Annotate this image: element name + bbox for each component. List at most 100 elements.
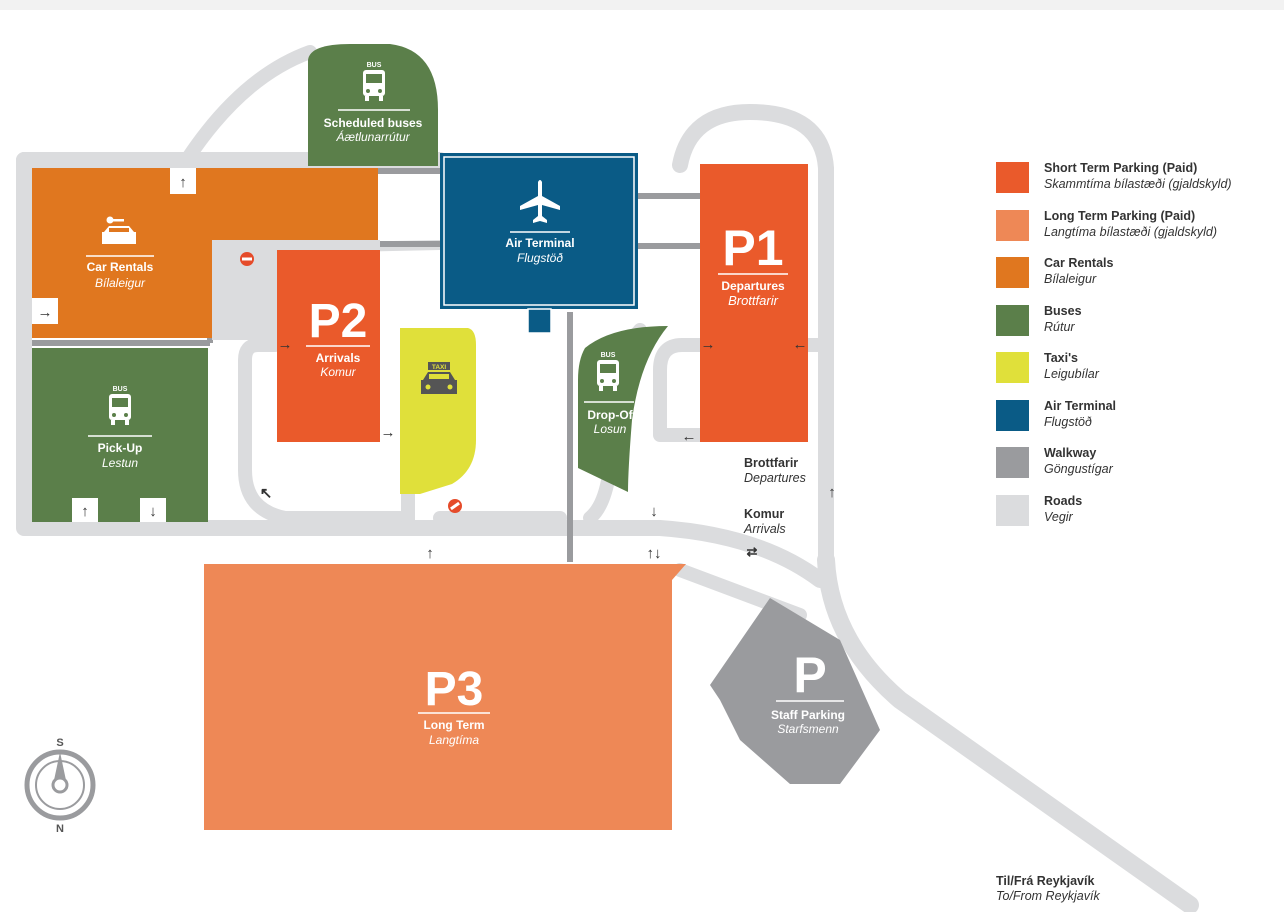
label-staff-code: P bbox=[793, 647, 826, 703]
legend-sublabel: Vegir bbox=[1044, 509, 1073, 524]
road-reykjavik-diagonal bbox=[817, 551, 1199, 912]
zone-terminal-inner bbox=[443, 156, 635, 306]
legend-item-short-term: Short Term Parking (Paid) Skammtíma bílas… bbox=[996, 160, 1281, 208]
arrow-left-icon: ← bbox=[793, 336, 808, 353]
legend-sublabel: Rútur bbox=[1044, 319, 1075, 334]
legend-sublabel: Flugstöð bbox=[1044, 414, 1092, 429]
legend-sublabel: Langtíma bílastæði (gjaldskyld) bbox=[1044, 224, 1217, 239]
legend-label: Roads bbox=[1044, 493, 1083, 508]
label-terminal-is: Flugstöð bbox=[517, 251, 563, 265]
legend-swatch bbox=[996, 494, 1029, 526]
legend-sublabel: Leigubílar bbox=[1044, 367, 1099, 381]
zone-p1 bbox=[700, 164, 808, 442]
label-car-rentals-en: Car Rentals bbox=[87, 260, 154, 274]
label-car-rentals-is: Bílaleigur bbox=[95, 276, 146, 290]
airplane-icon bbox=[520, 180, 560, 223]
arrow-left-icon: ← bbox=[682, 428, 697, 445]
label-p3-is: Langtíma bbox=[429, 733, 479, 747]
road-label-arrivals-en: Komur bbox=[744, 507, 785, 521]
no-entry-icon bbox=[448, 499, 462, 513]
bus-icon-dropoff: BUS bbox=[597, 352, 619, 391]
road-label-departures-is: Departures bbox=[744, 471, 806, 485]
arrow-up-down-icon: ↑↓ bbox=[647, 545, 662, 562]
road-label-reykjavik-en: Til/Frá Reykjavík bbox=[996, 874, 1095, 888]
legend-swatch bbox=[996, 304, 1029, 336]
legend-sublabel: Skammtíma bílastæði (gjaldskyld) bbox=[1044, 177, 1232, 191]
label-p2-en: Arrivals bbox=[316, 351, 361, 365]
label-scheduled-is: Áætlunarrútur bbox=[335, 129, 410, 144]
map-legend: Short Term Parking (Paid) Skammtíma bílas… bbox=[996, 160, 1281, 540]
arrow-down-icon: ↓ bbox=[650, 503, 658, 520]
car-key-icon bbox=[102, 216, 136, 244]
top-bar bbox=[0, 0, 1284, 10]
legend-label: Taxi's bbox=[1044, 351, 1079, 365]
legend-swatch bbox=[996, 209, 1029, 241]
arrow-up-icon: ↑ bbox=[81, 503, 89, 520]
label-p3-code: P3 bbox=[425, 663, 484, 716]
taxi-icon: TAXI bbox=[421, 362, 457, 394]
arrow-right-icon: → bbox=[381, 424, 396, 441]
zone-terminal-outer bbox=[440, 153, 638, 309]
label-p3-en: Long Term bbox=[423, 718, 484, 732]
compass-icon: S N bbox=[24, 737, 96, 835]
road-main-loop bbox=[16, 152, 568, 536]
label-p2-is: Komur bbox=[320, 365, 356, 379]
road-p1-left bbox=[653, 338, 707, 442]
arrow-swap-icon: ⇄ bbox=[747, 544, 758, 559]
road-p2-loop bbox=[238, 338, 407, 525]
label-p1-is: Brottfarir bbox=[728, 293, 779, 308]
legend-label: Long Term Parking (Paid) bbox=[1044, 208, 1196, 223]
label-pickup-is: Lestun bbox=[102, 456, 138, 470]
label-staff-is: Starfsmenn bbox=[777, 722, 839, 736]
svg-text:BUS: BUS bbox=[113, 386, 128, 393]
legend-swatch bbox=[996, 352, 1029, 383]
legend-label: Car Rentals bbox=[1044, 256, 1114, 270]
legend-swatch bbox=[996, 399, 1029, 431]
arrow-up-icon: ↑ bbox=[179, 174, 187, 191]
legend-sublabel: Göngustígar bbox=[1044, 462, 1113, 476]
legend-swatch bbox=[996, 162, 1029, 193]
road-bus-loop bbox=[181, 45, 317, 165]
road-arrivals-bend bbox=[552, 520, 828, 588]
arrow-right-icon: → bbox=[701, 336, 716, 353]
legend-sublabel: Bílaleigur bbox=[1044, 272, 1097, 286]
compass-north: N bbox=[56, 823, 64, 835]
label-pickup-en: Pick-Up bbox=[98, 441, 143, 455]
legend-label: Buses bbox=[1044, 303, 1082, 318]
svg-text:BUS: BUS bbox=[367, 62, 382, 69]
arrow-up-icon: ↑ bbox=[426, 545, 434, 562]
road-label-arrivals: Komur Arrivals bbox=[744, 507, 786, 537]
arrow-down-icon: ↓ bbox=[149, 503, 157, 520]
zone-scheduled-buses bbox=[308, 44, 438, 166]
legend-swatch bbox=[996, 447, 1029, 478]
label-dropoff-is: Losun bbox=[594, 422, 627, 436]
bus-icon-scheduled: BUS bbox=[363, 62, 385, 101]
direction-arrows: ↑ → ↑ ↓ → → ↖ ↑ → ← ← ↓ ↑↓ ↑ ⇄ bbox=[32, 168, 836, 562]
arrow-up-left-icon: ↖ bbox=[260, 485, 273, 502]
compass-south: S bbox=[56, 737, 63, 749]
arrow-up-icon: ↑ bbox=[828, 484, 836, 501]
svg-text:BUS: BUS bbox=[601, 352, 616, 359]
arrow-right-icon: → bbox=[278, 336, 293, 353]
label-scheduled-en: Scheduled buses bbox=[324, 116, 423, 130]
zone-terminal-gate bbox=[527, 308, 552, 334]
svg-text:TAXI: TAXI bbox=[432, 364, 447, 371]
road-label-departures: Brottfarir Departures bbox=[744, 456, 806, 486]
legend-label: Air Terminal bbox=[1044, 398, 1117, 413]
legend-label: Walkway bbox=[1044, 446, 1097, 460]
label-dropoff-en: Drop-Off bbox=[587, 408, 637, 422]
legend-item-long-term: Long Term Parking (Paid)Langtíma bílastæ… bbox=[996, 208, 1281, 256]
zone-taxi bbox=[400, 328, 476, 494]
label-p1-en: Departures bbox=[721, 279, 785, 293]
bus-icon-pickup: BUS bbox=[109, 386, 131, 425]
legend-label: Short Term Parking (Paid) bbox=[1044, 161, 1198, 175]
zone-p3 bbox=[204, 564, 686, 830]
zone-staff bbox=[710, 598, 880, 784]
